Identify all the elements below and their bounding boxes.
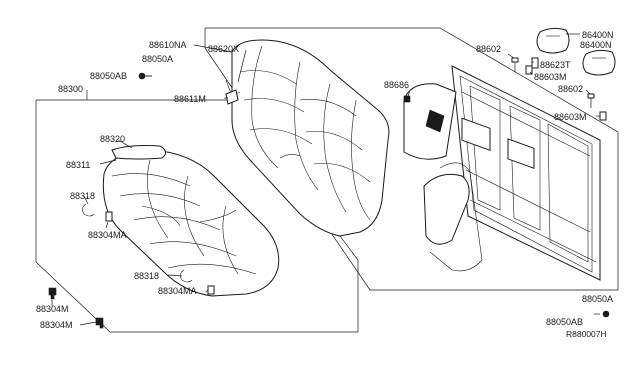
label-88320: 88320	[100, 134, 125, 144]
seat-back-frame	[429, 65, 601, 281]
label-88304MA-b: 88304MA	[158, 286, 197, 296]
label-88611M: 88611M	[174, 94, 206, 104]
label-88602-b: 88602	[558, 84, 583, 94]
label-88050AB-top: 88050AB	[90, 71, 127, 81]
armrest	[423, 173, 470, 245]
pad-88320	[111, 145, 166, 160]
label-86400N-b: 86400N	[580, 40, 612, 50]
label-88050AB-bot: 88050AB	[546, 317, 583, 327]
label-88603M-b: 88603M	[554, 112, 587, 122]
bolt-88050AB-bot	[594, 310, 610, 318]
label-88318-b: 88318	[134, 271, 159, 281]
bolt-88304M-a	[48, 287, 57, 300]
guide-88623T	[531, 57, 539, 69]
label-88304M-a: 88304M	[36, 304, 69, 314]
hook-88318-b	[180, 269, 193, 283]
clip-88304MA-a	[105, 211, 113, 222]
leader-lines	[51, 33, 600, 326]
headrest-86400N-b	[582, 49, 616, 76]
label-88304MA-a: 88304MA	[88, 230, 127, 240]
bolt-88304M-b	[95, 317, 104, 329]
clip-88304MA-b	[207, 285, 215, 295]
label-88050A-top: 88050A	[142, 54, 173, 64]
headrest-86400N-a	[536, 27, 570, 54]
label-88050A-bot: 88050A	[582, 294, 613, 304]
label-88623T: 88623T	[540, 60, 571, 70]
hook-88318-a	[82, 203, 95, 217]
label-88311: 88311	[66, 160, 90, 170]
bolt-88602-b	[587, 93, 595, 108]
label-86400N-a: 86400N	[582, 30, 614, 40]
label-88620X: 88620X	[208, 44, 239, 54]
diagram-code: R880007H	[566, 329, 607, 339]
seat-back-pad	[403, 83, 457, 160]
guide-88603M-a	[525, 65, 533, 75]
label-88602-a: 88602	[476, 44, 501, 54]
seat-back-outline	[204, 27, 619, 291]
label-88304M-b: 88304M	[40, 320, 73, 330]
seat-back-part	[225, 39, 390, 237]
label-88686: 88686	[384, 80, 409, 90]
clip-88611M	[225, 89, 239, 105]
seat-cushion-part	[102, 149, 280, 297]
label-88318-a: 88318	[70, 191, 95, 201]
bolt-88602-a	[511, 57, 519, 72]
label-88603M-a: 88603M	[534, 72, 567, 82]
guide-88603M-b	[599, 111, 607, 121]
label-88610NA: 88610NA	[149, 40, 187, 50]
clip-88686	[403, 95, 411, 103]
label-88300: 88300	[58, 84, 83, 94]
